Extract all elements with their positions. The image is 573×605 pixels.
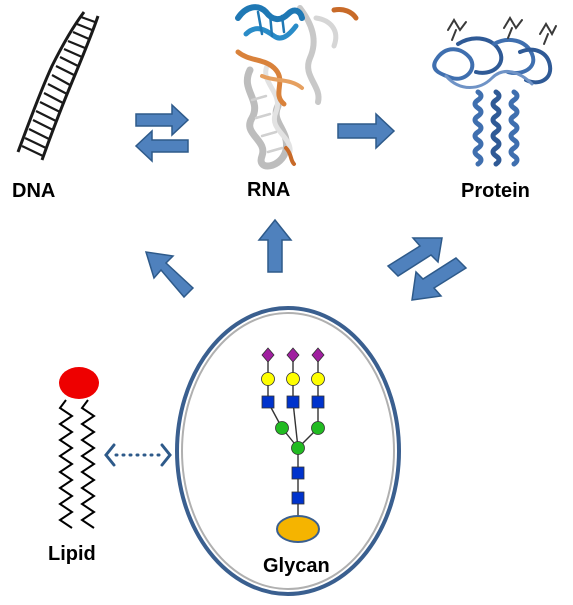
glycan-ellipse (175, 306, 401, 596)
mannose-icon (275, 421, 289, 435)
dna-to-rna-arrow (135, 103, 190, 137)
mannose-icon (311, 421, 325, 435)
glcnac-icon (286, 395, 300, 409)
glycan-to-rna-arrow (257, 218, 293, 273)
glycan-label: Glycan (263, 555, 330, 577)
lipid-label: Lipid (48, 543, 96, 565)
glcnac-icon (261, 395, 275, 409)
galactose-icon (311, 372, 325, 386)
lipid-icon (58, 367, 99, 529)
sialic-acid-icon (286, 347, 300, 363)
mannose-icon (291, 441, 305, 455)
glcnac-icon (291, 491, 305, 505)
galactose-icon (286, 372, 300, 386)
glycan-to-dna-arrow (144, 251, 195, 299)
rna-label: RNA (247, 179, 291, 201)
reducing-end-icon (276, 515, 320, 543)
protein-label: Protein (461, 180, 530, 202)
lipid-glycan-dotted-arrow (104, 443, 172, 467)
sialic-acid-icon (261, 347, 275, 363)
sialic-acid-icon (311, 347, 325, 363)
glycan-to-protein-arrow (386, 237, 443, 277)
protein-structure-icon (432, 16, 557, 167)
glcnac-icon (311, 395, 325, 409)
protein-to-glycan-arrow (411, 257, 468, 301)
glycan-structure-icon (261, 347, 325, 543)
rna-structure-icon (235, 4, 359, 170)
lipid-head-icon (59, 367, 99, 399)
dna-label: DNA (12, 180, 56, 202)
glcnac-icon (291, 466, 305, 480)
rna-to-dna-arrow (134, 129, 189, 163)
galactose-icon (261, 372, 275, 386)
dna-helix-icon (16, 11, 100, 161)
rna-to-protein-arrow (337, 112, 396, 150)
